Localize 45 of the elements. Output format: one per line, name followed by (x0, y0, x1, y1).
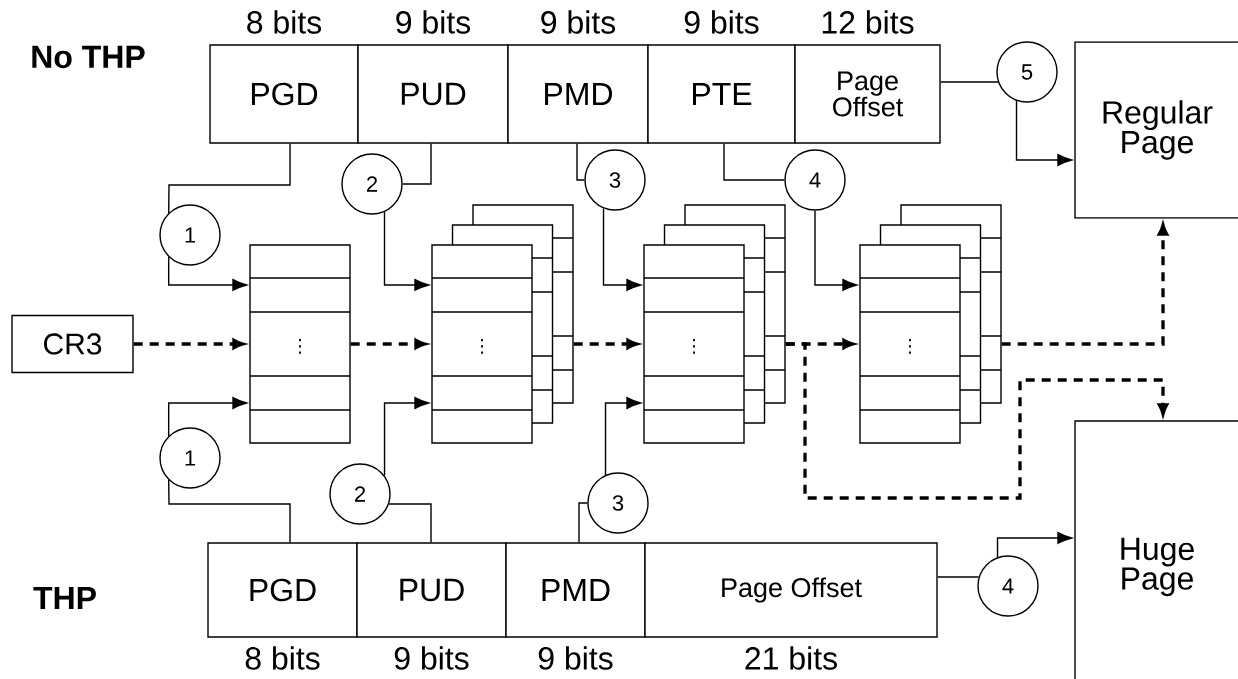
bit-width-label: 9 bits (396, 10, 471, 34)
bit-field-box: PMD (507, 44, 649, 144)
bit-width-label: 9 bits (538, 646, 613, 670)
connector-line (940, 81, 999, 83)
connector-line (723, 143, 785, 181)
page-table-stack: ⋮ (859, 204, 1002, 444)
arrow (383, 211, 430, 291)
page-table-stack: ⋮ (249, 244, 351, 444)
bit-width-label: 8 bits (247, 10, 322, 34)
arrow (602, 207, 642, 291)
arrow (814, 210, 858, 291)
bit-width-label: 8 bits (245, 646, 320, 670)
register-box: CR3 (11, 314, 134, 374)
bit-width-label: 9 bits (684, 10, 759, 34)
bit-field-box: PUD (357, 44, 509, 144)
bit-width-label: 9 bits (541, 10, 616, 34)
bit-field-box: PTE (647, 44, 796, 144)
connector-line (402, 143, 432, 185)
arrow (1015, 100, 1073, 166)
connector-line (388, 503, 432, 543)
arrow (168, 397, 248, 437)
memory-page-box: Regular Page (1074, 41, 1238, 219)
bit-field-box: PGD (207, 542, 358, 638)
connector-line (576, 143, 585, 181)
connector-line (168, 479, 291, 543)
page-table-stack: ⋮ (643, 204, 786, 444)
bit-width-label: 12 bits (822, 10, 914, 34)
bit-width-label: 9 bits (394, 646, 469, 670)
arrow (604, 397, 642, 476)
bit-field-box: PGD (209, 44, 359, 144)
connector-line (168, 143, 291, 214)
arrow (996, 532, 1073, 558)
page-table-stack: ⋮ (431, 204, 574, 444)
row-label: THP (33, 587, 96, 609)
bit-width-label: 21 bits (745, 646, 837, 670)
bit-field-box: PUD (356, 542, 507, 638)
connector-line (937, 576, 980, 578)
row-label: No THP (32, 45, 145, 69)
connector-line (578, 502, 588, 543)
bit-field-box: Page Offset (794, 44, 941, 144)
dashed-arrow (785, 342, 1169, 500)
arrow (383, 397, 430, 477)
memory-page-box: Huge Page (1074, 420, 1238, 679)
bit-field-box: PMD (505, 542, 646, 638)
arrow (168, 256, 248, 291)
